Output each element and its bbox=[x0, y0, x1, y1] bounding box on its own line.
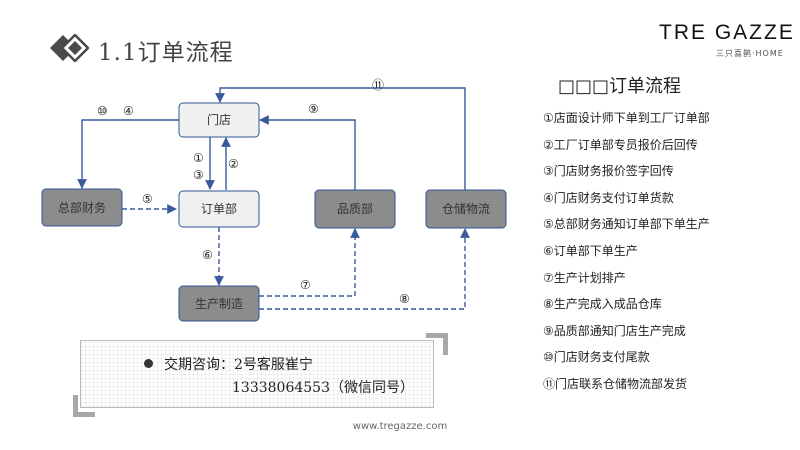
label-step-2: ② bbox=[228, 157, 239, 171]
label-step-1: ① bbox=[193, 151, 204, 165]
label-step-11: ⑪ bbox=[372, 78, 384, 92]
arrow-step-11 bbox=[215, 87, 466, 190]
footer-url: www.tregazze.com bbox=[352, 421, 448, 432]
label-step-3: ③ bbox=[193, 168, 204, 182]
label-step-7: ⑦ bbox=[300, 278, 311, 292]
arrow-step-9 bbox=[259, 115, 356, 190]
list-item: ①店面设计师下单到工厂订单部 bbox=[543, 111, 710, 125]
brand-logo: TRE GAZZE bbox=[659, 21, 795, 45]
arrow-step-8 bbox=[259, 228, 470, 310]
arrow-step-10-4 bbox=[77, 119, 179, 189]
list-item: ⑩门店财务支付尾款 bbox=[543, 350, 650, 365]
list-item: ②工厂订单部专员报价后回传 bbox=[543, 137, 698, 152]
arrow-step-7 bbox=[259, 228, 360, 297]
title-diamond-icon bbox=[50, 34, 89, 62]
contact-box bbox=[80, 340, 434, 408]
contact-line: 交期咨询：2号客服崔宁 bbox=[164, 357, 313, 373]
node-warehouse bbox=[425, 189, 507, 229]
list-item: ⑧生产完成入成品仓库 bbox=[543, 297, 662, 312]
node-order-dept-label: 订单部 bbox=[201, 201, 237, 216]
label-step-8: ⑧ bbox=[399, 292, 410, 306]
page-title: 1.1订单流程 bbox=[98, 40, 234, 66]
list-item: ⑪门店联系仓储物流部发货 bbox=[543, 376, 688, 391]
steps-heading: □□□订单流程 bbox=[558, 76, 682, 97]
list-item: ⑨品质部通知门店生产完成 bbox=[543, 323, 686, 338]
label-step-9: ⑨ bbox=[308, 102, 319, 116]
logo-text-left: TRE bbox=[659, 21, 707, 44]
logo-text-right: GAZZE bbox=[714, 21, 795, 44]
label-step-10: ⑩ bbox=[97, 104, 108, 118]
corner-decoration bbox=[426, 333, 448, 355]
node-warehouse-label: 仓储物流 bbox=[442, 201, 490, 216]
node-quality-dept bbox=[314, 189, 396, 229]
node-store bbox=[178, 102, 260, 138]
node-production-label: 生产制造 bbox=[195, 297, 243, 311]
node-store-label: 门店 bbox=[207, 112, 231, 127]
label-step-6: ⑥ bbox=[202, 248, 213, 262]
label-step-4: ④ bbox=[123, 104, 134, 118]
contact-phone: 13338064553（微信同号） bbox=[232, 380, 414, 396]
list-item: ⑦生产计划排产 bbox=[543, 270, 626, 285]
list-item: ④门店财务支付订单货款 bbox=[543, 190, 674, 205]
node-hq-finance bbox=[41, 188, 123, 227]
node-production bbox=[178, 285, 260, 322]
list-item: ⑥订单部下单生产 bbox=[543, 243, 638, 258]
corner-decoration bbox=[73, 395, 95, 417]
node-quality-dept-label: 品质部 bbox=[337, 201, 373, 216]
list-item: ③门店财务报价签字回传 bbox=[543, 164, 674, 179]
node-order-dept bbox=[178, 190, 260, 228]
brand-logo-subtitle: 三只喜鹊·HOME bbox=[716, 49, 784, 58]
list-item: ⑤总部财务通知订单部下单生产 bbox=[543, 217, 710, 232]
steps-list: ①店面设计师下单到工厂订单部 ②工厂订单部专员报价后回传 ③门店财务报价签字回传… bbox=[543, 110, 710, 403]
bullet-icon bbox=[144, 359, 153, 368]
label-step-5: ⑤ bbox=[142, 192, 153, 206]
node-hq-finance-label: 总部财务 bbox=[58, 200, 106, 215]
